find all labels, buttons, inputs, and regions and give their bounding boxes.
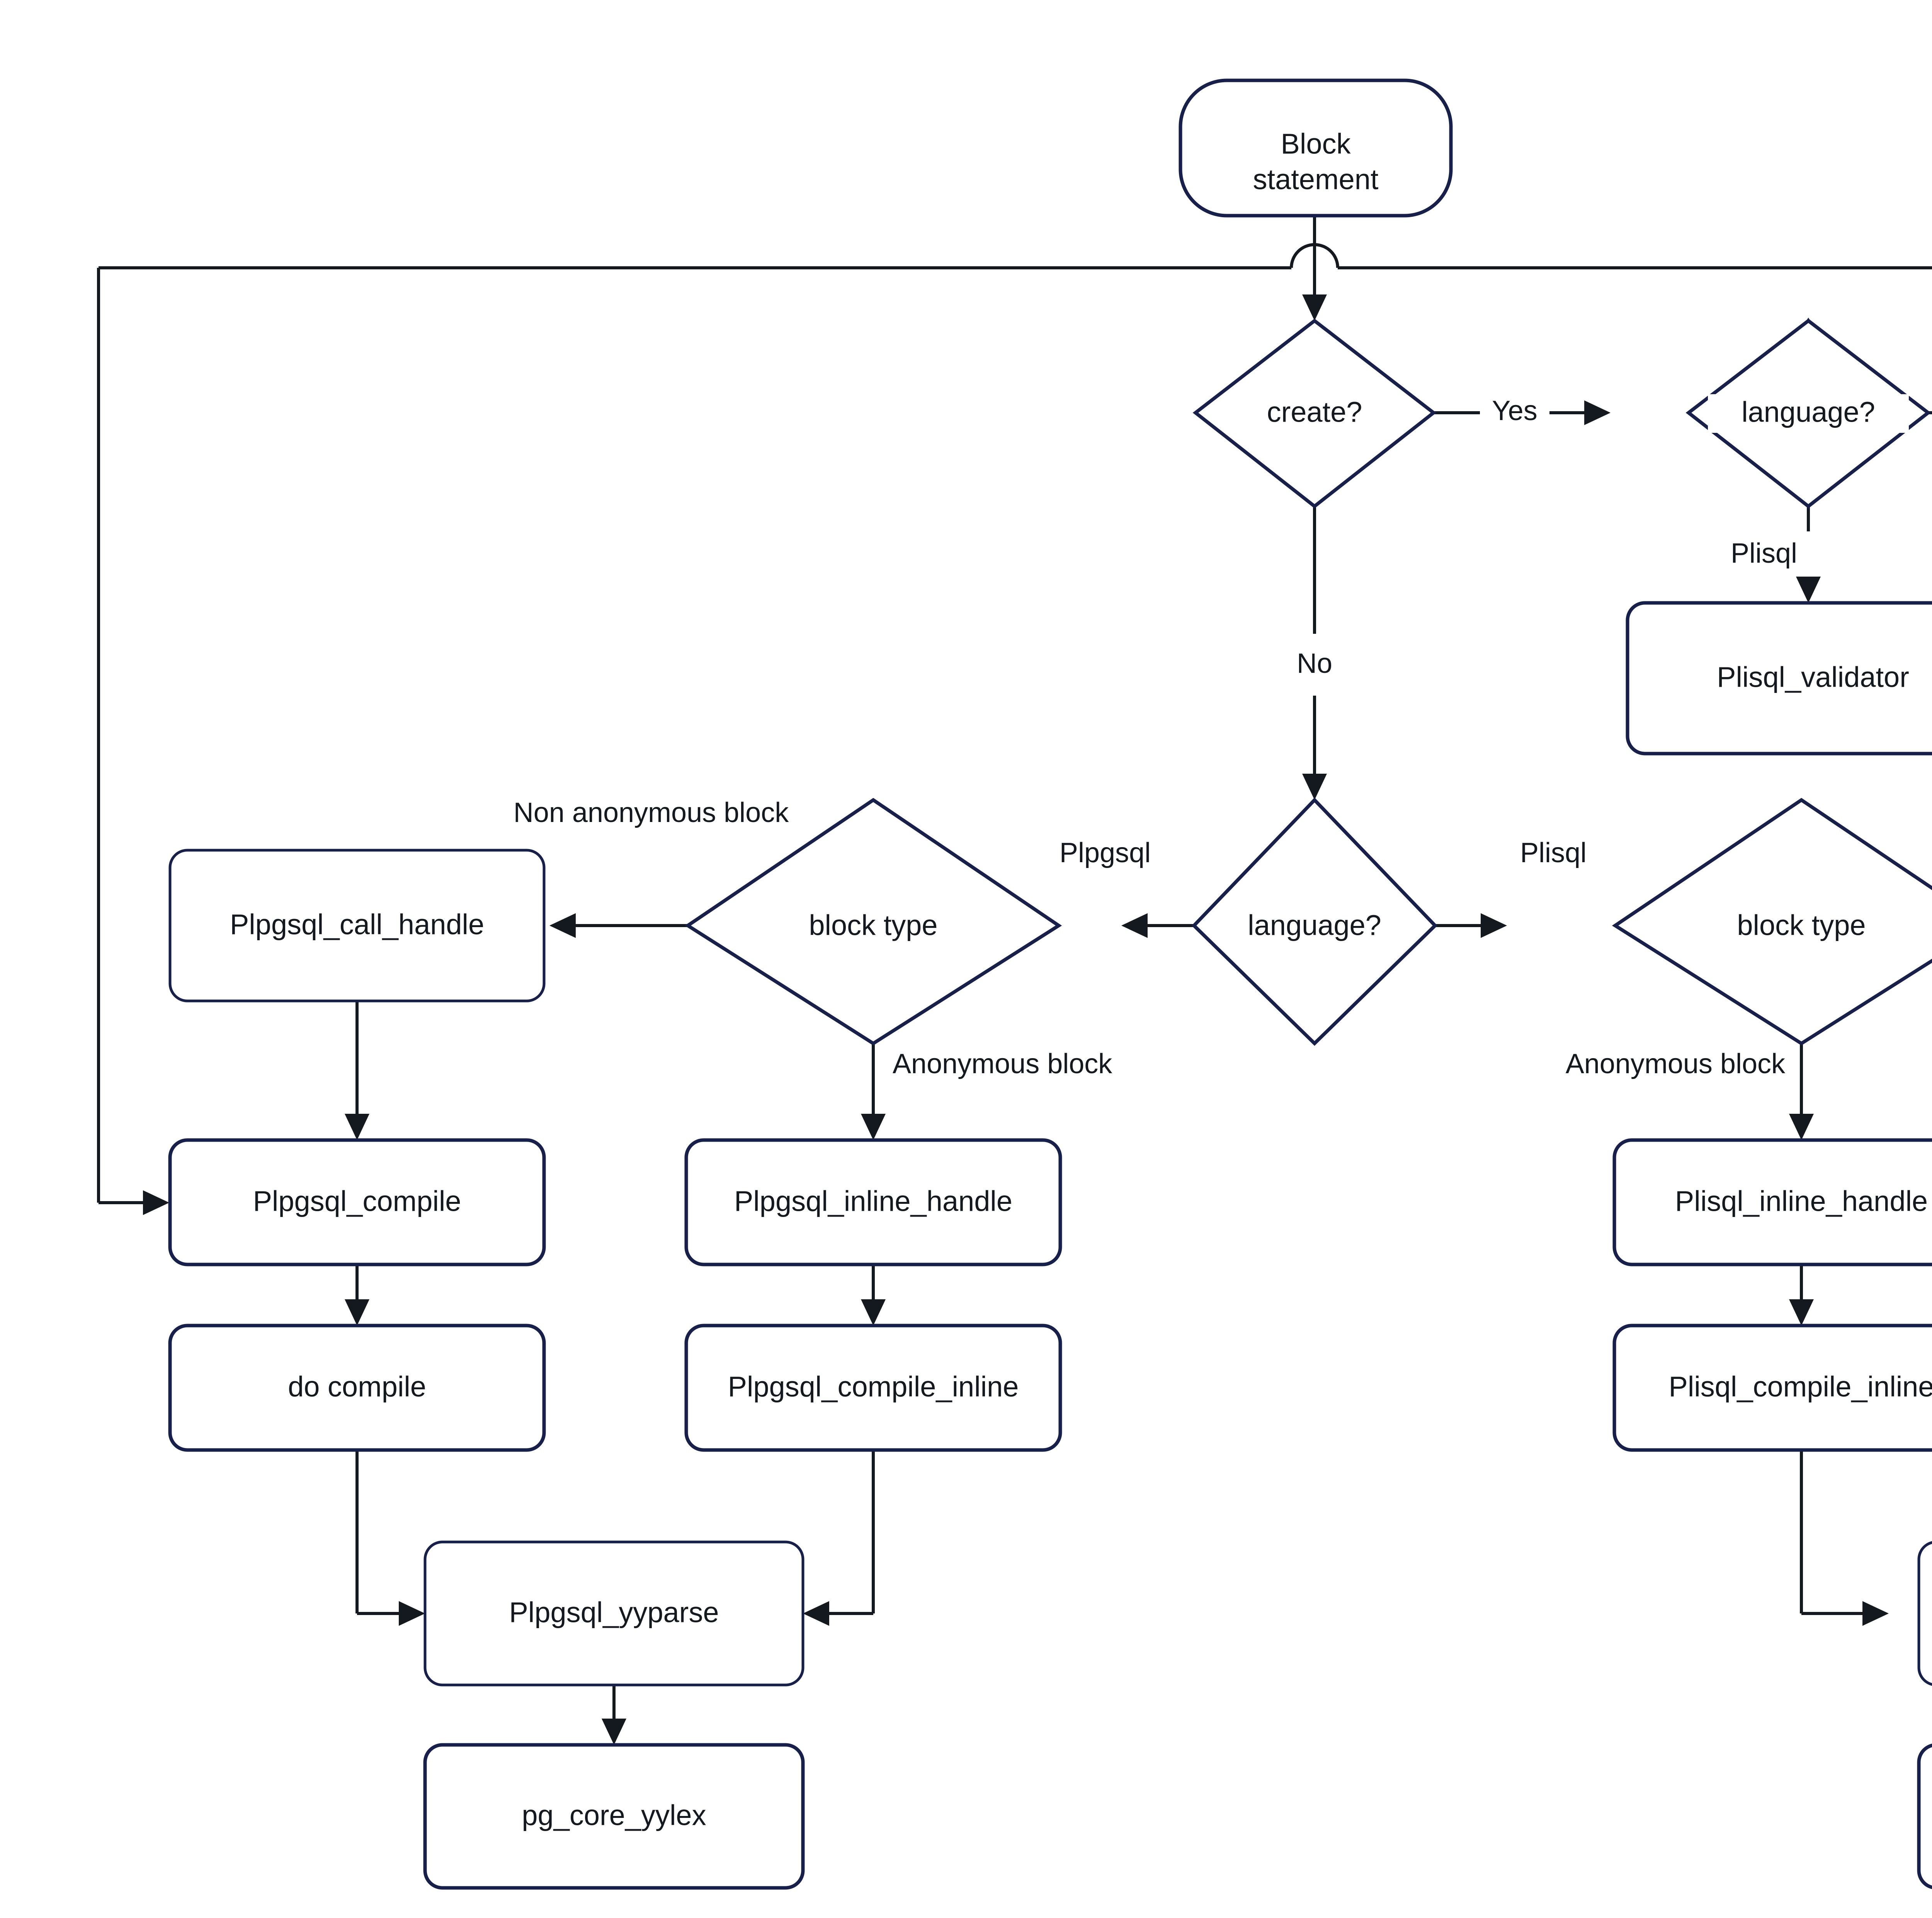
node-plisql-inline-handle[interactable]: Plisql_inline_handle	[1612, 1138, 1932, 1266]
node-language-decision-mid-label: language?	[1248, 909, 1381, 941]
node-plisql-inline-handle-label: Plisql_inline_handle	[1675, 1185, 1928, 1217]
edge-create-no	[1302, 506, 1327, 800]
node-plisql-compile-inline-label: Plisql_compile_inline	[1669, 1371, 1932, 1403]
node-plpgsql-compile-inline-label: Plpgsql_compile_inline	[728, 1371, 1019, 1403]
node-plpgsql-compile-label: Plpgsql_compile	[253, 1185, 461, 1217]
node-language-decision-mid[interactable]: language?	[1191, 797, 1438, 1046]
node-do-compile-left-label: do compile	[288, 1371, 426, 1403]
edge-plpgsql-compile-to-docompile	[345, 1264, 369, 1326]
edge-create-yes	[1434, 400, 1611, 425]
edge-plisql-inlinehandle-to-compileinline	[1789, 1264, 1814, 1326]
node-language-decision-top-text: language?	[1742, 396, 1875, 428]
node-block-statement-line1: Block	[1281, 128, 1351, 160]
node-plpgsql-compile-inline[interactable]: Plpgsql_compile_inline	[684, 1324, 1062, 1452]
edge-label-plpgsql-mid: Plpgsql	[1060, 837, 1151, 868]
node-pg-core-yylex[interactable]: pg_core_yylex	[423, 1743, 805, 1890]
node-do-compile-left[interactable]: do compile	[168, 1324, 546, 1452]
edge-label-plisql-mid: Plisql	[1520, 837, 1587, 868]
edge-label-yes: Yes	[1492, 395, 1537, 426]
node-create-decision[interactable]: create?	[1192, 318, 1437, 509]
edge-loop-left-into-plpgsql-compile	[97, 268, 169, 1215]
node-pg-core-yylex-label: pg_core_yylex	[522, 1799, 706, 1831]
node-block-type-right-label: block type	[1737, 909, 1866, 941]
edge-lang-mid-plisql	[1435, 913, 1507, 938]
node-plisql-validator-label: Plisql_validator	[1717, 661, 1909, 693]
edge-plpgsql-compileinline-to-yyparse	[803, 1450, 875, 1626]
edge-plpgsql-inlinehandle-to-compileinline	[861, 1264, 886, 1326]
node-plpgsql-yyparse[interactable]: Plpgsql_yyparse	[423, 1540, 804, 1687]
node-plpgsql-call-handle[interactable]: Plpgsql_call_handle	[168, 849, 546, 1002]
node-create-decision-label: create?	[1267, 396, 1362, 428]
node-plisql-compile-inline[interactable]: Plisql_compile_inline	[1612, 1324, 1932, 1452]
edge-plisql-compileinline-to-yyparse	[1800, 1450, 1889, 1626]
edge-start-to-create	[1290, 214, 1339, 321]
node-plpgsql-yyparse-label: Plpgsql_yyparse	[509, 1596, 719, 1629]
edge-lang-top-plisql	[1796, 506, 1821, 603]
node-plpgsql-call-handle-label: Plpgsql_call_handle	[230, 909, 484, 941]
edge-blocktype-left-nonanon	[549, 913, 688, 938]
node-plpgsql-compile[interactable]: Plpgsql_compile	[168, 1138, 546, 1266]
edge-plpgsql-callhandle-to-compile	[345, 1001, 369, 1140]
node-block-type-left[interactable]: block type	[684, 798, 1062, 1046]
edge-label-anonymous-right: Anonymous block	[1566, 1048, 1786, 1079]
node-block-statement[interactable]: Block statement	[1179, 78, 1453, 218]
node-plisql-yyparse[interactable]: Plisql_yyparse	[1917, 1541, 1932, 1686]
node-plpgsql-inline-handle[interactable]: Plpgsql_inline_handle	[684, 1138, 1062, 1266]
node-plisql-validator[interactable]: Plisql_validator	[1626, 601, 1932, 756]
node-plpgsql-inline-handle-label: Plpgsql_inline_handle	[734, 1185, 1012, 1217]
node-ora-core-yylex[interactable]: ora_core_yylex	[1917, 1743, 1932, 1889]
node-block-type-right[interactable]: block type	[1612, 798, 1932, 1046]
edge-label-non-anonymous-left: Non anonymous block	[514, 797, 789, 828]
node-language-decision-top-outline: language?	[1685, 318, 1931, 509]
node-block-type-left-label: block type	[809, 909, 937, 941]
edge-lang-mid-plpgsql	[1121, 913, 1194, 938]
edge-plpgsql-yyparse-to-pgcoreyylex	[602, 1685, 626, 1745]
edge-docompile-left-to-yyparse	[355, 1450, 425, 1626]
node-block-statement-line2: statement	[1253, 163, 1379, 196]
edge-label-plisql-top: Plisql	[1731, 538, 1797, 569]
edge-label-anonymous-left: Anonymous block	[893, 1048, 1112, 1079]
edge-label-no: No	[1297, 648, 1332, 679]
